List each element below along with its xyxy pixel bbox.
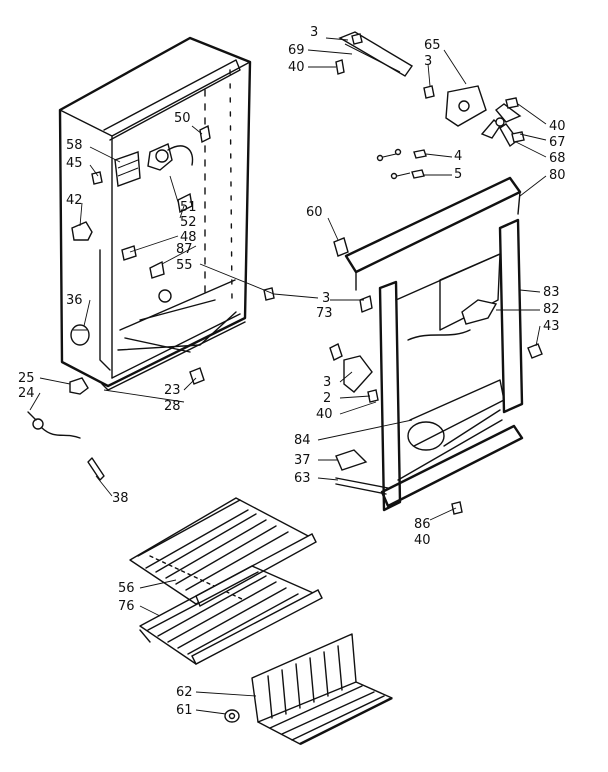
callout-69: 69 [288, 43, 305, 58]
callout-42: 42 [66, 193, 83, 208]
screws-4-5 [376, 148, 427, 180]
drain-parts [27, 377, 105, 481]
callout-43: 43 [543, 319, 560, 334]
callout-25: 25 [18, 371, 35, 386]
wire-shelves [129, 497, 323, 665]
leader-lines [29, 37, 547, 715]
callout-76: 76 [118, 599, 135, 614]
callout-37: 37 [294, 453, 311, 468]
cabinet-parts [70, 124, 211, 385]
callout-55: 55 [176, 258, 193, 273]
callout-80: 80 [549, 168, 566, 183]
callout-62: 62 [176, 685, 193, 700]
callout-86: 86 [414, 517, 431, 532]
basket [224, 633, 393, 746]
callout-50: 50 [174, 111, 191, 126]
callout-61: 61 [176, 703, 193, 718]
top-parts [335, 31, 525, 148]
callout-58: 58 [66, 138, 83, 153]
callout-3: 3 [424, 54, 433, 69]
door-panel [263, 176, 543, 515]
callout-3: 3 [310, 25, 319, 40]
cabinet-liner [58, 36, 252, 391]
callout-60: 60 [306, 205, 323, 220]
callout-36: 36 [66, 293, 83, 308]
callout-40: 40 [288, 60, 305, 75]
callout-4: 4 [454, 149, 463, 164]
callout-83: 83 [543, 285, 560, 300]
callout-3: 3 [322, 291, 331, 306]
callout-52: 52 [180, 215, 197, 230]
callout-23: 23 [164, 383, 181, 398]
callout-24: 24 [18, 386, 35, 401]
callout-68: 68 [549, 151, 566, 166]
callout-48: 48 [180, 230, 197, 245]
callout-40: 40 [549, 119, 566, 134]
callout-38: 38 [112, 491, 129, 506]
callout-40: 40 [316, 407, 333, 422]
callout-51: 51 [180, 200, 197, 215]
callout-65: 65 [424, 38, 441, 53]
callout-2: 2 [323, 391, 332, 406]
callout-3: 3 [323, 375, 332, 390]
callout-63: 63 [294, 471, 311, 486]
callout-87: 87 [176, 242, 193, 257]
callout-82: 82 [543, 302, 560, 317]
callout-67: 67 [549, 135, 566, 150]
callout-28: 28 [164, 399, 181, 414]
callout-84: 84 [294, 433, 311, 448]
callout-73: 73 [316, 306, 333, 321]
callout-40: 40 [414, 533, 431, 548]
callout-56: 56 [118, 581, 135, 596]
callout-45: 45 [66, 156, 83, 171]
callout-5: 5 [454, 167, 463, 182]
